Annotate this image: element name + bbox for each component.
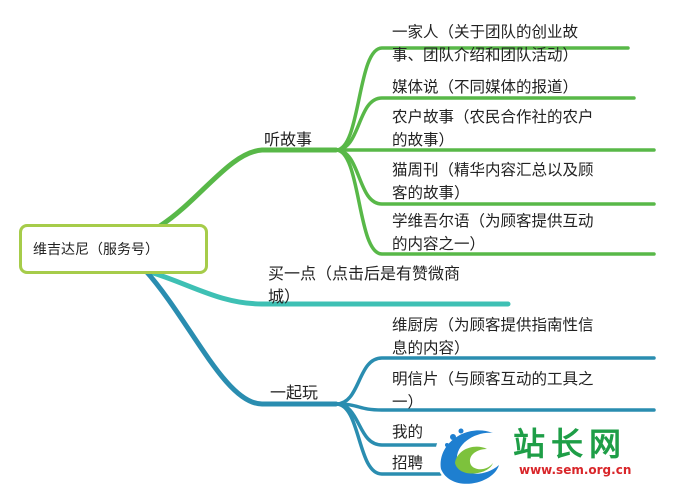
leaf-uyghur: 学维吾尔语（为顾客提供互动 的内容之一）	[392, 212, 594, 253]
leaf-cat-weekly: 猫周刊（精华内容汇总以及顾 客的故事）	[392, 161, 594, 202]
watermark: 站长网 www.sem.org.cn	[427, 413, 672, 497]
branch-1-child-link-5	[334, 148, 656, 256]
branch-1-child-link-2	[334, 96, 636, 152]
branch-2-link	[147, 269, 511, 307]
leaf-media: 媒体说（不同媒体的报道）	[392, 78, 579, 96]
branch-buy: 买一点（点击后是有赞微商 城）	[268, 264, 461, 306]
branch-3-child-link-1	[334, 356, 656, 406]
leaf-mine: 我的	[392, 423, 424, 441]
watermark-text: 站长网	[513, 425, 628, 463]
root-node: 维吉达尼（服务号）	[19, 224, 208, 274]
leaf-farmer-stories: 农户故事（农民合作社的农户 的故事）	[392, 108, 594, 149]
branch-3-link	[142, 267, 339, 407]
root-node-label: 维吉达尼（服务号）	[33, 242, 159, 258]
branch-play-together: 一起玩	[270, 383, 319, 402]
leaf-postcard: 明信片（与顾客互动的工具之 一）	[392, 370, 594, 411]
branch-3-child-link-4	[334, 402, 442, 476]
leaf-family: 一家人（关于团队的创业故 事、团队介绍和团队活动）	[392, 23, 579, 64]
branch-1-child-link-1	[334, 46, 630, 152]
branch-listen-stories: 听故事	[264, 130, 313, 149]
leaf-kitchen: 维厨房（为顾客提供指南性信 息的内容）	[392, 316, 594, 357]
watermark-logo-icon	[435, 421, 503, 489]
leaf-recruit: 招聘	[392, 454, 424, 472]
branch-1-link	[157, 147, 339, 229]
watermark-url: www.sem.org.cn	[519, 463, 632, 477]
